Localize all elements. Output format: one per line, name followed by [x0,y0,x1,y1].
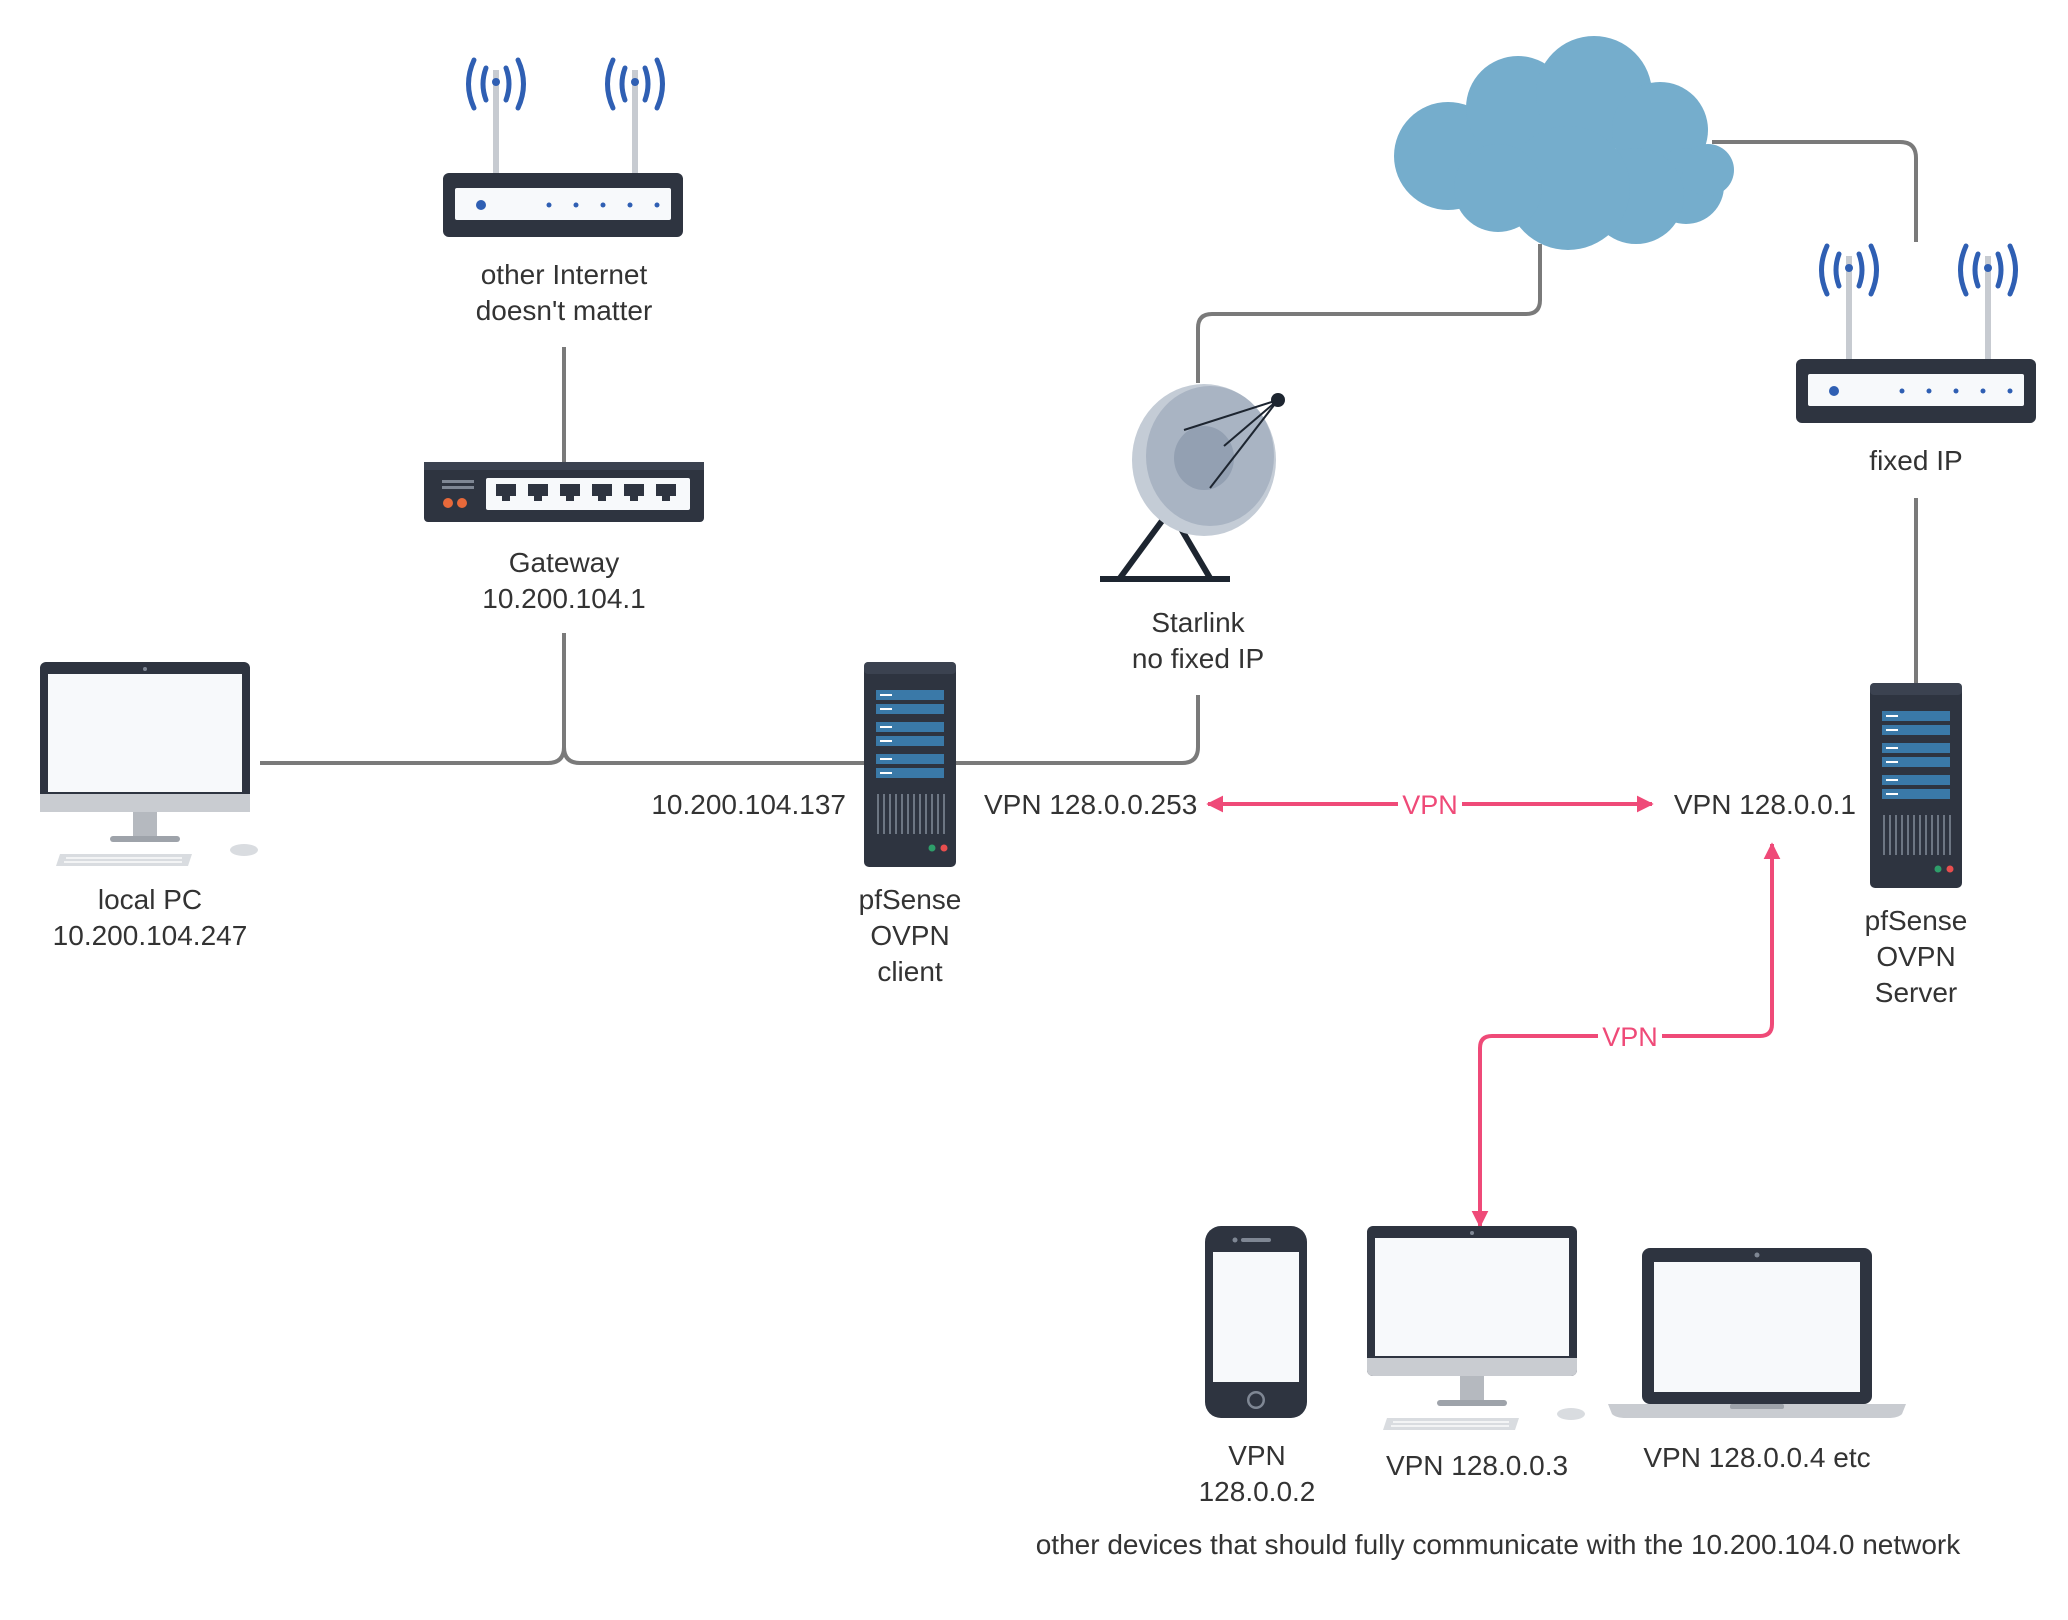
vpn-tunnel-label: VPN [1402,790,1458,820]
gateway-label-line2: 10.200.104.1 [482,583,646,614]
vpn-phone[interactable] [1205,1226,1307,1418]
pfsense-server-label-line1: pfSense [1865,905,1968,936]
pfsense-client-label-line3: client [877,956,943,987]
pfsense-client-vpn-ip: VPN 128.0.0.253 [984,789,1197,820]
gateway-switch[interactable] [424,462,704,522]
vpn-clients-label: VPN [1602,1022,1658,1052]
router-other-label-line1: other Internet [481,259,648,290]
local-pc-label-line2: 10.200.104.247 [53,920,248,951]
wifi-router-icon [1796,243,2036,423]
pfsense-client-label-line1: pfSense [859,884,962,915]
network-switch-icon [424,462,704,522]
server-tower-icon [864,662,956,867]
pfsense-client-lan-ip: 10.200.104.137 [651,789,846,820]
phone-label-line2: 128.0.0.2 [1199,1476,1316,1507]
pfsense-server-label-line2: OVPN [1876,941,1955,972]
smartphone-icon [1205,1226,1307,1418]
starlink-label-line1: Starlink [1151,607,1245,638]
pfsense-client-label-line2: OVPN [870,920,949,951]
footer-caption: other devices that should fully communic… [1036,1529,1962,1560]
pfsense-server-vpn-ip: VPN 128.0.0.1 [1674,789,1856,820]
wire-starlink-to-cloud [1196,244,1542,383]
router-fixed-ip[interactable] [1796,243,2036,423]
vpn-clients-link: VPN [1471,842,1781,1228]
pfsense-server[interactable] [1870,683,1962,888]
wire-cloud-to-fixed-router [1712,140,1918,242]
vpn-tunnel-link: VPN [1206,790,1654,820]
desktop-monitor-icon [1367,1226,1585,1430]
vpn-desktop[interactable] [1367,1226,1585,1430]
wifi-router-icon [443,57,683,237]
phone-label-line1: VPN [1228,1440,1286,1471]
local-pc[interactable] [40,662,258,866]
desktop-monitor-icon [40,662,258,866]
vpn-laptop[interactable] [1608,1248,1906,1418]
starlink-dish[interactable] [1100,384,1285,582]
laptop-icon [1608,1248,1906,1418]
router-other-internet[interactable] [443,57,683,237]
router-fixed-label: fixed IP [1869,445,1962,476]
internet-cloud [1394,36,1734,250]
router-other-label-line2: doesn't matter [476,295,653,326]
starlink-label-line2: no fixed IP [1132,643,1264,674]
local-pc-label-line1: local PC [98,884,202,915]
vpn-arrow-up [1662,842,1781,1038]
pfsense-server-label-line3: Server [1875,977,1957,1008]
pfsense-client-server[interactable] [864,662,956,867]
laptop-label: VPN 128.0.0.4 etc [1643,1442,1870,1473]
wire-lan-bus [260,633,864,765]
wire-client-to-starlink [952,695,1200,765]
cloud-icon [1394,36,1734,250]
desktop-label: VPN 128.0.0.3 [1386,1450,1568,1481]
vpn-arrow-down [1471,1034,1598,1228]
server-tower-icon [1870,683,1962,888]
gateway-label-line1: Gateway [509,547,620,578]
satellite-dish-icon [1100,384,1285,582]
